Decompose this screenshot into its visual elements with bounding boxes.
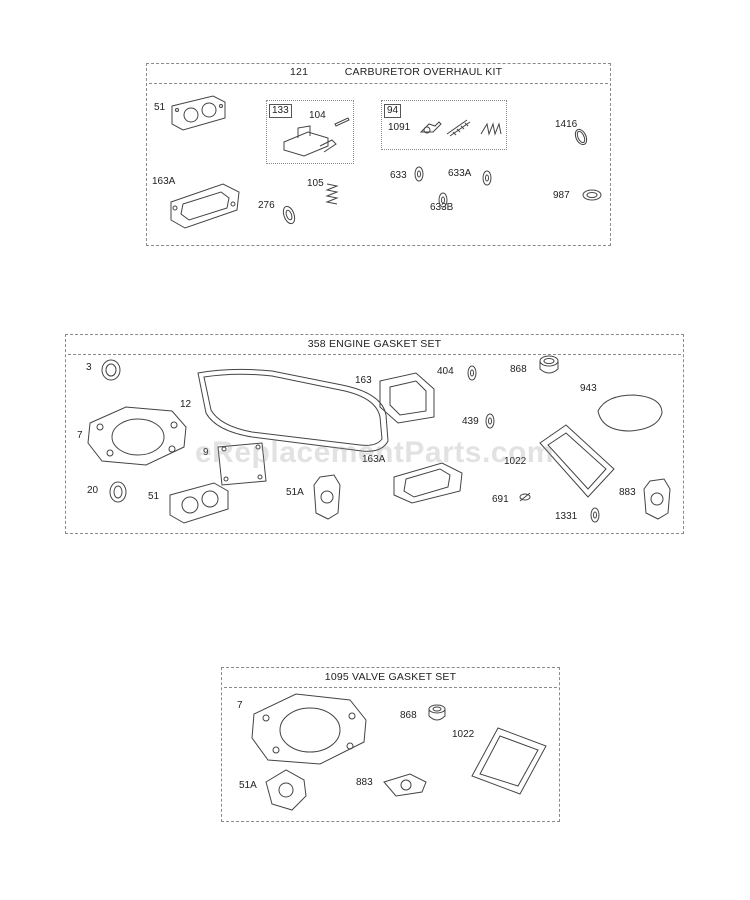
part-label-691: 691 [492,494,509,505]
title-divider [149,83,608,84]
washer-633-drawing [414,166,424,182]
gasket-51-drawing [169,482,229,524]
part-label-1022: 1022 [504,456,527,467]
part-label-163: 163 [355,375,372,386]
washer-1331-drawing [590,507,600,523]
part-label-12: 12 [180,399,192,410]
ring-1416-drawing [574,128,588,146]
gasket-163-drawing [379,372,435,424]
part-label-163a: 163A [152,176,176,187]
ring-987-drawing [582,189,602,201]
part-label-7: 7 [237,700,243,711]
watermark-text: eReplacementParts.com [195,436,554,469]
gasket-9-drawing [217,442,267,486]
part-label-276: 276 [258,200,275,211]
engine-gasket-set-panel: 358 ENGINE GASKET SET 3 163 404 868 943 … [65,334,684,534]
kit-number: 121 [290,66,309,78]
gasket-943-drawing [597,394,663,432]
part-label-3: 3 [86,362,92,373]
gasket-1022-drawing [539,424,615,498]
part-label-633b: 633B [430,202,454,213]
part-label-1022: 1022 [452,729,475,740]
float-pin-drawing [334,117,350,127]
part-label-20: 20 [87,485,99,496]
ring-276-drawing [282,205,296,225]
gasket-163a-drawing [393,462,463,504]
seal-3-drawing [101,359,121,381]
head-gasket-7-drawing [251,693,367,765]
gasket-163a-drawing [170,183,240,229]
part-label-1091: 1091 [388,122,411,133]
part-label-1416: 1416 [555,119,578,130]
kit-title: 358 ENGINE GASKET SET [307,338,442,350]
part-label-868: 868 [400,710,417,721]
washer-633a-drawing [482,170,492,186]
part-label-51: 51 [154,102,166,113]
gasket-1022-drawing [471,727,547,795]
gasket-883-drawing [383,773,427,797]
title-divider [224,687,557,688]
gasket-883-drawing [643,478,671,520]
title-divider [68,354,681,355]
part-label-105: 105 [307,178,324,189]
part-label-51: 51 [148,491,160,502]
part-label-51a: 51A [239,780,257,791]
part-label-987: 987 [553,190,570,201]
part-label-1331: 1331 [555,511,578,522]
seal-868-drawing [539,355,559,374]
gasket-51-drawing [171,95,226,131]
part-label-104: 104 [309,110,326,121]
part-label-163a: 163A [362,454,386,465]
ring-439-drawing [485,413,495,429]
kit-title: CARBURETOR OVERHAUL KIT [344,66,503,78]
part-label-633: 633 [390,170,407,181]
gasket-51a-drawing [313,474,341,520]
valve-gasket-set-panel: 1095 VALVE GASKET SET 7 868 1022 51A 883 [221,667,560,822]
washer-691-drawing [519,492,531,502]
seal-868-drawing [428,704,446,721]
gasket-51a-drawing [265,769,307,811]
part-tag-133: 133 [269,104,292,118]
needle-1091-drawing [419,121,442,134]
spring-drawing [480,122,502,136]
part-label-633a: 633A [448,168,472,179]
part-label-868: 868 [510,364,527,375]
screw-drawing [446,119,471,137]
part-label-9: 9 [203,447,209,458]
part-label-404: 404 [437,366,454,377]
needle-subassembly-box [381,100,507,150]
kit-title: 1095 VALVE GASKET SET [324,671,457,683]
part-label-51a: 51A [286,487,304,498]
part-label-439: 439 [462,416,479,427]
carburetor-overhaul-kit-panel: 121 CARBURETOR OVERHAUL KIT 133 94 51 10… [146,63,611,246]
float-subassembly-box [266,100,354,164]
washer-633b-drawing [438,192,448,208]
float-drawing [283,125,337,157]
part-label-883: 883 [619,487,636,498]
part-tag-94: 94 [384,104,402,118]
seal-20-drawing [109,481,127,503]
spring-105-drawing [325,183,339,205]
head-gasket-7-drawing [87,406,187,466]
part-label-943: 943 [580,383,597,394]
part-label-7: 7 [77,430,83,441]
kit-title-bar: 121 CARBURETOR OVERHAUL KIT [147,66,610,78]
part-label-883: 883 [356,777,373,788]
washer-404-drawing [467,365,477,381]
crankcase-gasket-12-drawing [197,368,389,452]
